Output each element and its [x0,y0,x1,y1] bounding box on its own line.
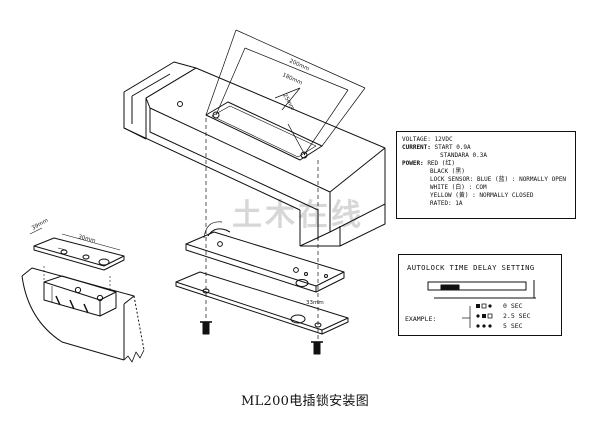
screw-left [200,321,212,335]
delay-example-label: EXAMPLE: [405,315,437,323]
spec-current-start: START 0.9A [434,144,471,151]
door-frame [123,61,386,247]
spec-power-yellow: YELLOW (黄) : NORMALLY CLOSED [430,192,534,199]
delay-dip-switches [476,303,493,328]
door-detail [21,227,145,363]
strike-plate [175,271,349,335]
spec-current-standard: STANDARA 0.3A [440,152,487,159]
dim-33mm: 33mm [306,300,324,306]
spec-power-rated: RATED: 1A [430,200,463,207]
delay-option-1: 2.5 SEC [503,312,531,320]
top-dimension-lines [205,29,366,156]
spec-power-row: POWER: RED (红) [402,160,570,168]
spec-current-label: CURRENT: [402,144,431,151]
spec-voltage: VOLTAGE: 12VDC [402,136,453,143]
spec-power-white: WHITE (白) : COM [430,184,487,191]
dim-39mm: 39mm [31,218,49,232]
spec-power-black: BLACK (黑) [430,168,465,175]
spec-power-red: RED (红) [427,160,455,167]
drawing-title: ML200电插锁安装图 [240,394,370,409]
spec-power-label: POWER: [402,160,424,167]
spec-power-lock-sensor: LOCK SENSOR: BLUE (蓝) : NORMALLY OPEN [430,176,567,183]
alignment-lines [205,118,319,345]
screw-right [311,341,323,355]
delay-bracket [462,306,471,328]
dim-180mm: 180mm [281,72,303,86]
spec-current-row: CURRENT: START 0.9A [402,144,570,152]
delay-option-0: 0 SEC [503,302,523,310]
delay-option-2: 5 SEC [503,322,523,330]
spec-panel: VOLTAGE: 12VDC CURRENT: START 0.9A STAND… [396,131,576,219]
dim-30mm: 30mm [77,234,96,244]
delay-switch-graphic [427,280,536,299]
delay-panel: AUTOLOCK TIME DELAY SETTING EXAMPLE: 0 S… [398,254,562,336]
delay-title: AUTOLOCK TIME DELAY SETTING [407,263,535,272]
lock-body [185,221,345,293]
